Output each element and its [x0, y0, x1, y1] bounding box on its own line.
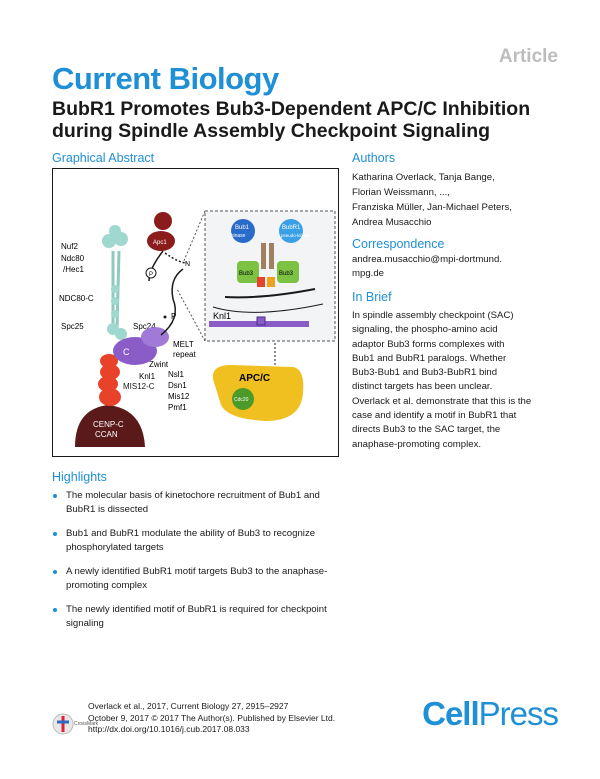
crossmark-icon: [52, 713, 74, 735]
brief-line: Bub3-Bub1 and Bub3-BubR1 bind: [352, 367, 498, 379]
article-title: BubR1 Promotes Bub3-Dependent APC/C Inhi…: [52, 98, 531, 142]
mis12-subunit: [100, 354, 118, 368]
nuf2-label: Nuf2: [61, 242, 78, 251]
n-label: N: [185, 261, 190, 268]
cdc20-label: Cdc20: [234, 397, 249, 403]
apcc-label: APC/C: [239, 373, 270, 384]
citation-line: October 9, 2017 © 2017 The Author(s). Pu…: [88, 712, 336, 723]
crossmark-label: CrossMark: [74, 721, 99, 727]
press-wordmark: Press: [478, 695, 559, 732]
citation-line: Overlack et al., 2017, Current Biology 2…: [88, 701, 289, 711]
crossmark-badge[interactable]: CrossMark: [52, 713, 98, 735]
graphical-abstract-diagram: CENP-C CCAN MIS12-C Nuf2 Ndc80 /Hec1 NDC…: [59, 210, 336, 447]
p-badge-label: P: [149, 272, 153, 278]
brief-line: anaphase-promoting complex.: [352, 438, 482, 450]
doi-link[interactable]: http://dx.doi.org/10.1016/j.cub.2017.08.…: [88, 724, 250, 734]
highlight-line: phosphorylated targets: [66, 542, 164, 553]
mis12-subunit: [100, 364, 120, 380]
journal-title[interactable]: Current Biology: [52, 61, 279, 96]
article-type-tag: Article: [498, 46, 558, 67]
cellpress-logo[interactable]: CellPress: [422, 695, 559, 733]
author-line: Franziska Müller, Jan-Michael Peters,: [352, 202, 512, 213]
highlight-item: The molecular basis of kinetochore recru…: [52, 489, 352, 517]
zwint-label: Zwint: [149, 360, 169, 369]
spc24-label: Spc24: [133, 322, 156, 331]
brief-line: Bub1 and BubR1 paralogs. Whether: [352, 352, 507, 364]
inset-panel: [204, 210, 336, 342]
ndc80-head: [109, 225, 121, 237]
authors-list: Katharina Overlack, Tanja Bange, Florian…: [352, 170, 557, 230]
email-line[interactable]: andrea.musacchio@mpi-dortmund.: [352, 254, 502, 265]
highlight-line: signaling: [66, 618, 104, 629]
highlight-line: The molecular basis of kinetochore recru…: [66, 490, 320, 501]
ccan-label: CCAN: [95, 430, 118, 439]
dsn1-label: Dsn1: [168, 381, 187, 390]
author-line: Andrea Musacchio: [352, 217, 432, 228]
apcc-shape: [212, 365, 304, 421]
ndc80-label: Ndc80: [61, 254, 85, 263]
author-line: Florian Weissmann, ...,: [352, 187, 450, 198]
bub1-sub-label: kinase: [231, 233, 246, 239]
highlights-list: The molecular basis of kinetochore recru…: [52, 489, 352, 641]
bubr1-sub-label: pseudo-kinase: [281, 233, 311, 238]
highlights-heading: Highlights: [52, 470, 107, 484]
brief-line: adaptor Bub3 forms complexes with: [352, 338, 505, 350]
highlight-item: Bub1 and BubR1 modulate the ability of B…: [52, 527, 352, 555]
highlight-line: The newly identified motif of BubR1 is r…: [66, 604, 327, 615]
mis12-label: Mis12: [168, 392, 190, 401]
author-line: Katharina Overlack, Tanja Bange,: [352, 172, 495, 183]
bub1-inset-label: Bub1: [235, 225, 250, 231]
brief-line: In spindle assembly checkpoint (SAC): [352, 310, 514, 321]
bubr1-inset-label: BubR1: [282, 225, 301, 231]
correspondence-heading: Correspondence: [352, 237, 445, 251]
cell-wordmark: Cell: [422, 695, 480, 732]
graphical-abstract-figure: CENP-C CCAN MIS12-C Nuf2 Ndc80 /Hec1 NDC…: [52, 168, 339, 457]
in-brief-heading: In Brief: [352, 290, 392, 304]
spc25-label: Spc25: [61, 322, 84, 331]
bub1-small-shape: [154, 212, 172, 230]
hec1-label: /Hec1: [63, 265, 84, 274]
cdc20-shape: [232, 388, 254, 410]
brief-line: distinct targets has been unclear.: [352, 381, 493, 393]
citation-block: Overlack et al., 2017, Current Biology 2…: [88, 701, 335, 736]
ndc80-head: [102, 234, 116, 248]
mis12c-label: MIS12-C: [123, 382, 155, 391]
email-line[interactable]: mpg.de: [352, 268, 384, 279]
highlight-item: A newly identified BubR1 motif targets B…: [52, 565, 352, 593]
highlight-line: A newly identified BubR1 motif targets B…: [66, 566, 328, 577]
graphical-abstract-heading: Graphical Abstract: [52, 151, 155, 165]
bub1-shape: [231, 219, 255, 243]
pmf1-label: Pmf1: [168, 403, 187, 412]
authors-heading: Authors: [352, 151, 396, 165]
bubr1-shape: [279, 219, 303, 243]
bub3-right-label: Bub3: [279, 271, 294, 277]
bub3-shape: [237, 261, 259, 283]
ndc80c-label: NDC80-C: [59, 294, 94, 303]
correspondence-email[interactable]: andrea.musacchio@mpi-dortmund. mpg.de: [352, 253, 557, 281]
highlight-line: promoting complex: [66, 580, 148, 591]
in-brief-text: In spindle assembly checkpoint (SAC) sig…: [352, 309, 557, 452]
melt-repeat-label: repeat: [173, 350, 196, 359]
mis12-subunit: [98, 376, 118, 392]
brief-line: case and identify a motif in BubR1 that: [352, 410, 517, 422]
highlight-line: BubR1 is dissected: [66, 504, 149, 515]
ccan-complex-shape: [75, 405, 145, 447]
brief-line: directs Bub3 to the SAC target, the: [352, 424, 501, 436]
cenpc-label: CENP-C: [93, 420, 124, 429]
brief-line: Overlack et al. demonstrate that this is…: [352, 395, 532, 407]
p-label: P: [171, 312, 176, 321]
bub3-left-label: Bub3: [239, 271, 254, 277]
knl1-inset-label: Knl1: [213, 311, 231, 321]
brief-line: signaling, the phospho-amino acid: [352, 324, 498, 336]
c-label: C: [123, 347, 130, 357]
highlight-item: The newly identified motif of BubR1 is r…: [52, 603, 352, 631]
knl1-label: Knl1: [139, 372, 156, 381]
highlight-line: Bub1 and BubR1 modulate the ability of B…: [66, 528, 316, 539]
bub3-shape: [277, 261, 299, 283]
apc1-label: Apc1: [153, 240, 167, 246]
melt-label: MELT: [173, 340, 194, 349]
mis12-subunit: [99, 388, 121, 406]
nsl1-label: Nsl1: [168, 370, 185, 379]
